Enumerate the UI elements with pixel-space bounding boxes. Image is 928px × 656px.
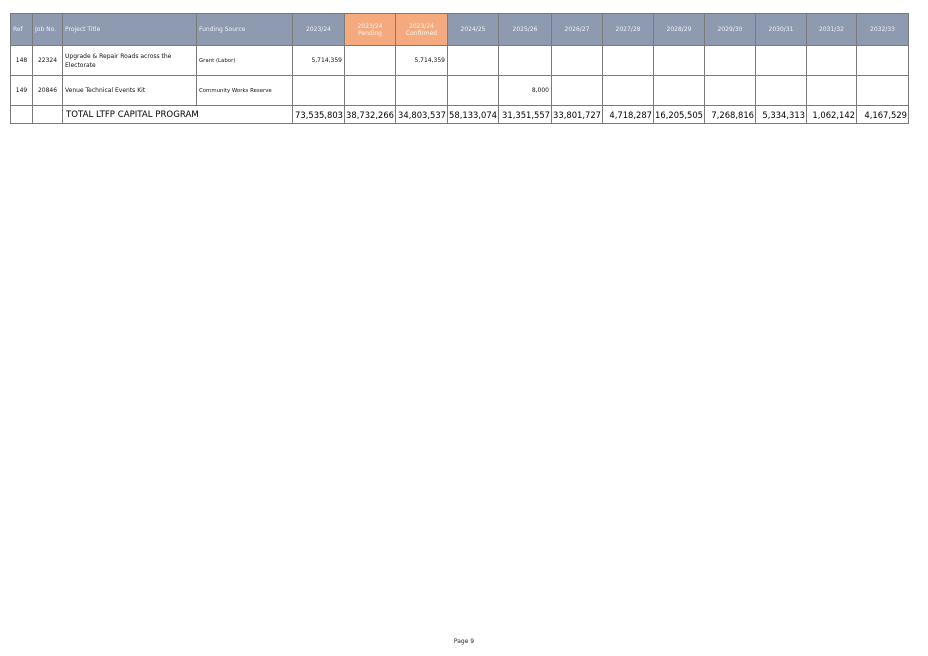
header-2027-28: 2027/28 <box>602 13 654 46</box>
row-job-no: 22324 <box>32 45 63 76</box>
header-job-no: Job No. <box>32 13 63 46</box>
header-2030-31: 2030/31 <box>755 13 807 46</box>
row-value-2023-24-confirmed <box>395 75 448 106</box>
total-2029-30: 7,268,816 <box>704 105 756 124</box>
row-funding-source: Community Works Reserve <box>196 75 293 106</box>
table-row: 149 20846 Venue Technical Events Kit Com… <box>10 75 909 106</box>
row-ref: 149 <box>10 75 33 106</box>
header-2024-25: 2024/25 <box>447 13 499 46</box>
row-funding-source: Grant (Labor) <box>196 45 293 76</box>
header-2025-26: 2025/26 <box>498 13 552 46</box>
row-value-2030-31 <box>755 45 807 76</box>
total-2031-32: 1,062,142 <box>806 105 857 124</box>
row-ref: 148 <box>10 45 33 76</box>
row-value-2026-27 <box>551 45 603 76</box>
row-value-2030-31 <box>755 75 807 106</box>
row-value-2032-33 <box>856 75 909 106</box>
header-funding-source: Funding Source <box>196 13 293 46</box>
total-blank-cell <box>10 105 33 124</box>
ltfp-capital-table: Ref Job No. Project Title Funding Source… <box>10 13 909 124</box>
row-value-2029-30 <box>704 75 756 106</box>
row-value-2027-28 <box>602 75 654 106</box>
row-value-2025-26 <box>498 45 552 76</box>
total-row: TOTAL LTFP CAPITAL PROGRAM 73,535,803 38… <box>10 105 909 124</box>
total-2030-31: 5,334,313 <box>755 105 807 124</box>
row-value-2023-24-pending <box>344 45 396 76</box>
total-2032-33: 4,167,529 <box>856 105 909 124</box>
total-blank-cell <box>32 105 63 124</box>
row-project-title: Venue Technical Events Kit <box>62 75 197 106</box>
table-row: 148 22324 Upgrade & Repair Roads across … <box>10 45 909 76</box>
row-value-2023-24 <box>292 75 345 106</box>
header-2023-24: 2023/24 <box>292 13 345 46</box>
total-2025-26: 31,351,557 <box>498 105 552 124</box>
row-value-2028-29 <box>653 75 705 106</box>
page-number: Page 9 <box>453 638 475 645</box>
total-2023-24-confirmed: 34,803,537 <box>395 105 448 124</box>
row-value-2031-32 <box>806 75 857 106</box>
row-value-2026-27 <box>551 75 603 106</box>
header-project-title: Project Title <box>62 13 197 46</box>
total-2028-29: 16,205,505 <box>653 105 705 124</box>
row-value-2031-32 <box>806 45 857 76</box>
total-label: TOTAL LTFP CAPITAL PROGRAM <box>62 105 293 124</box>
row-job-no: 20846 <box>32 75 63 106</box>
total-2026-27: 33,801,727 <box>551 105 603 124</box>
total-2023-24-pending: 38,732,266 <box>344 105 396 124</box>
total-2023-24: 73,535,803 <box>292 105 345 124</box>
header-ref: Ref <box>10 13 33 46</box>
row-value-2029-30 <box>704 45 756 76</box>
row-value-2023-24-pending <box>344 75 396 106</box>
total-2027-28: 4,718,287 <box>602 105 654 124</box>
row-value-2032-33 <box>856 45 909 76</box>
row-value-2024-25 <box>447 75 499 106</box>
header-2031-32: 2031/32 <box>806 13 857 46</box>
header-2032-33: 2032/33 <box>856 13 909 46</box>
row-value-2023-24-confirmed: 5,714,359 <box>395 45 448 76</box>
row-project-title: Upgrade & Repair Roads across the Electo… <box>62 45 197 76</box>
header-2026-27: 2026/27 <box>551 13 603 46</box>
header-2028-29: 2028/29 <box>653 13 705 46</box>
row-value-2027-28 <box>602 45 654 76</box>
header-row: Ref Job No. Project Title Funding Source… <box>10 13 909 46</box>
total-2024-25: 58,133,074 <box>447 105 499 124</box>
row-value-2023-24: 5,714,359 <box>292 45 345 76</box>
header-2029-30: 2029/30 <box>704 13 756 46</box>
row-value-2024-25 <box>447 45 499 76</box>
row-value-2025-26: 8,000 <box>498 75 552 106</box>
row-value-2028-29 <box>653 45 705 76</box>
